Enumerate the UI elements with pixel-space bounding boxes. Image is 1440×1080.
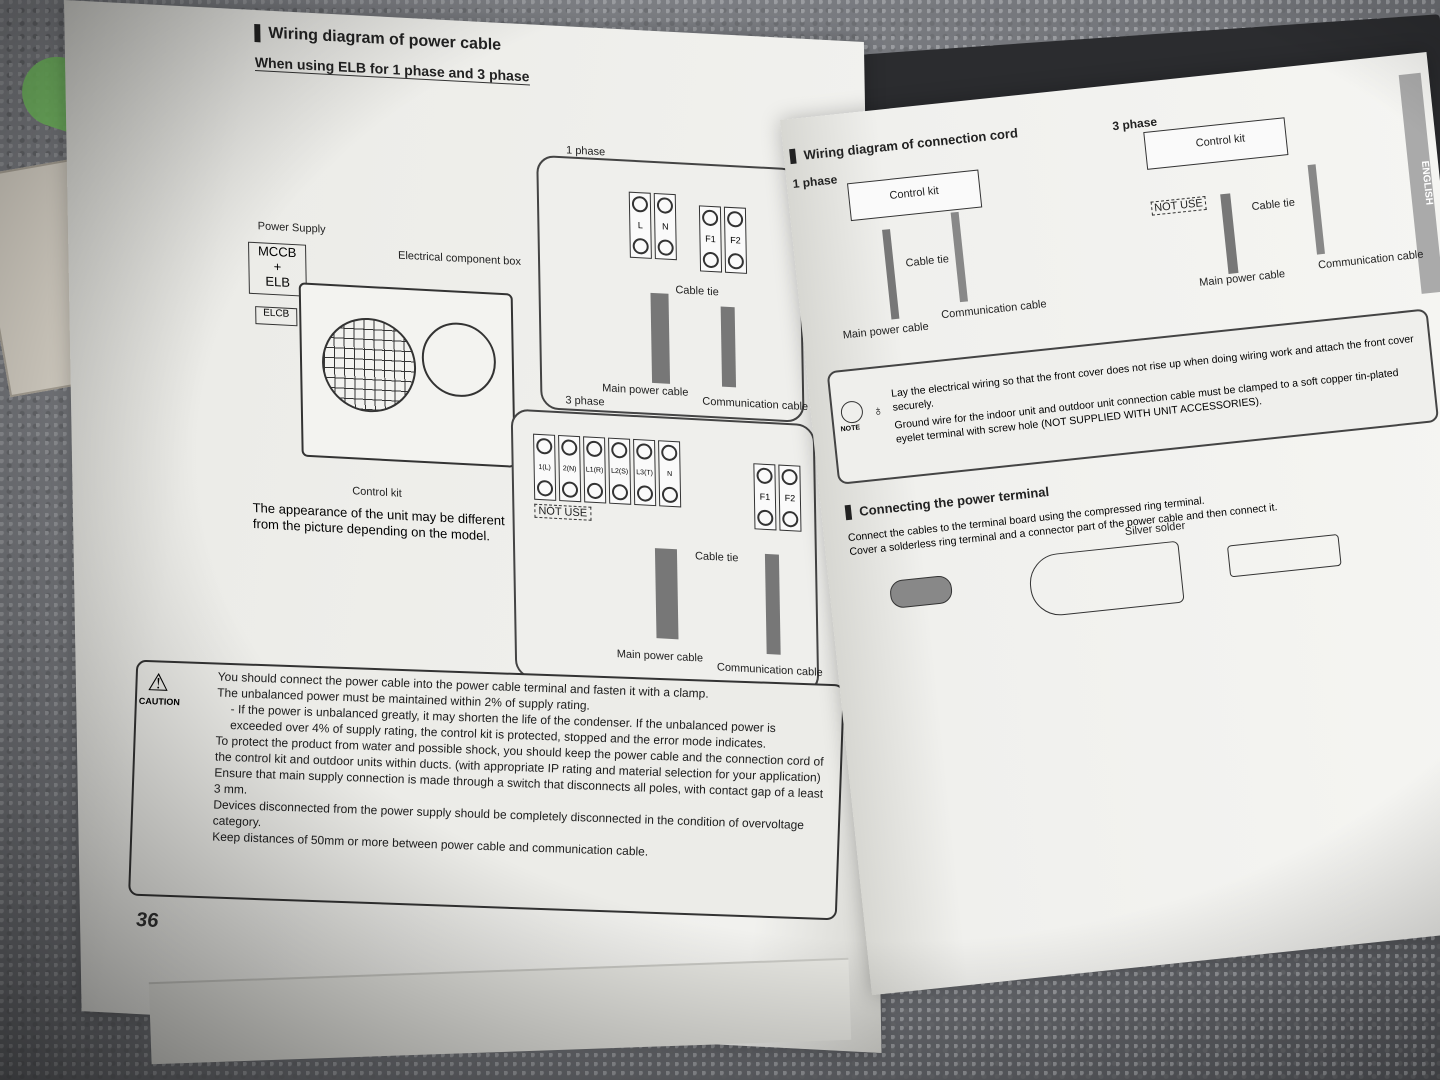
three-phase-power-terminals: 1(L) 2(N) L1(R) L2(S) L3(T) N	[533, 433, 682, 508]
main-power-cable-label-3p: Main power cable	[616, 648, 704, 665]
terminal-l2s: L2(S)	[608, 437, 632, 505]
communication-cable-3p-graphic	[764, 553, 781, 655]
terminal-l: L	[628, 191, 652, 259]
ring-terminal-dimension-diagram	[1026, 540, 1185, 619]
ring-terminal-icon: ♁	[872, 401, 885, 419]
not-use-label: NOT USE	[534, 503, 592, 521]
note-label: NOTE	[840, 424, 861, 434]
three-phase-panel: 1(L) 2(N) L1(R) L2(S) L3(T) N F1 F2 NOT …	[510, 408, 823, 694]
terminal-f2-3p: F2	[778, 464, 802, 532]
right-not-use-label: NOT USE	[1150, 195, 1207, 216]
right-communication-cable-1p	[950, 211, 968, 303]
power-supply-label: Power Supply	[257, 220, 326, 236]
control-kit-graphic-1p: Control kit	[846, 169, 983, 222]
fan-grille-icon	[321, 315, 417, 415]
right-cable-tie-label-1p: Cable tie	[905, 253, 950, 270]
elb-subheading: When using ELB for 1 phase and 3 phase	[254, 54, 530, 86]
main-power-cable-graphic	[650, 292, 671, 384]
electrical-box-label: Electrical component box	[397, 249, 522, 269]
elb-label: ELB	[265, 273, 291, 290]
three-phase-label: 3 phase	[565, 394, 605, 409]
control-kit-graphic-3p: Control kit	[1143, 117, 1289, 170]
communication-cable-label-3p: Communication cable	[716, 661, 823, 679]
cable-tie-label-3p: Cable tie	[694, 550, 739, 565]
right-main-power-label-1p: Main power cable	[842, 320, 930, 342]
terminal-f1-3p: F1	[753, 463, 777, 531]
appearance-note: The appearance of the unit may be differ…	[252, 499, 505, 544]
ring-terminal-photo	[888, 574, 954, 610]
outdoor-unit-graphic	[298, 282, 516, 468]
terminal-f2: F2	[723, 206, 748, 274]
communication-cable-label-1p: Communication cable	[702, 395, 809, 414]
one-phase-panel: L N F1 F2 Cable tie Main power cable Com…	[536, 154, 808, 423]
note-list: Lay the electrical wiring so that the fr…	[891, 332, 1424, 447]
right-one-phase-label: 1 phase	[792, 172, 838, 191]
terminal-side-view	[1226, 533, 1342, 578]
terminal-1l: 1(L)	[533, 433, 557, 501]
control-kit-label-1p: Control kit	[888, 184, 940, 202]
terminal-l3t: L3(T)	[633, 438, 657, 507]
main-power-cable-label-1p: Main power cable	[602, 382, 689, 399]
right-main-power-label-3p: Main power cable	[1198, 268, 1286, 290]
terminal-2n: 2(N)	[558, 434, 582, 503]
caution-list: You should connect the power cable into …	[212, 669, 828, 866]
right-page: ENGLISH Wiring diagram of connection cor…	[780, 52, 1440, 996]
communication-cable-graphic	[720, 306, 737, 388]
right-communication-label-3p: Communication cable	[1317, 248, 1424, 272]
one-phase-comm-terminals: F1 F2	[698, 205, 748, 274]
terminal-l1r: L1(R)	[583, 436, 607, 504]
page-number: 36	[135, 908, 159, 933]
control-kit-label: Control kit	[352, 485, 402, 500]
note-icon	[839, 399, 865, 425]
component-box-icon	[421, 320, 497, 399]
one-phase-power-terminals: L N	[628, 191, 677, 261]
right-communication-cable-3p	[1307, 164, 1325, 255]
caution-box: ⚠ CAUTION You should connect the power c…	[128, 659, 845, 921]
right-communication-label-1p: Communication cable	[940, 298, 1048, 322]
cable-tie-label-1p: Cable tie	[675, 284, 719, 299]
control-kit-label-3p: Control kit	[1195, 132, 1246, 150]
caution-label: CAUTION	[138, 695, 181, 708]
elcb-box: ELCB	[255, 306, 298, 327]
warning-triangle-icon: ⚠	[147, 669, 170, 697]
section-title-power-cable: Wiring diagram of power cable	[254, 23, 502, 55]
three-phase-comm-terminals: F1 F2	[753, 463, 802, 532]
right-main-power-cable-3p	[1220, 193, 1239, 274]
main-power-cable-3p-graphic	[654, 548, 679, 640]
terminal-n-3p: N	[658, 440, 682, 508]
terminal-n: N	[653, 192, 677, 261]
section-title-connection-cord: Wiring diagram of connection cord	[789, 125, 1019, 165]
right-main-power-cable-1p	[882, 229, 900, 320]
terminal-f1: F1	[698, 205, 723, 273]
mccb-label: MCCB	[257, 243, 297, 261]
note-box: NOTE ♁ Lay the electrical wiring so that…	[826, 308, 1440, 485]
right-cable-tie-label-3p: Cable tie	[1251, 196, 1296, 214]
